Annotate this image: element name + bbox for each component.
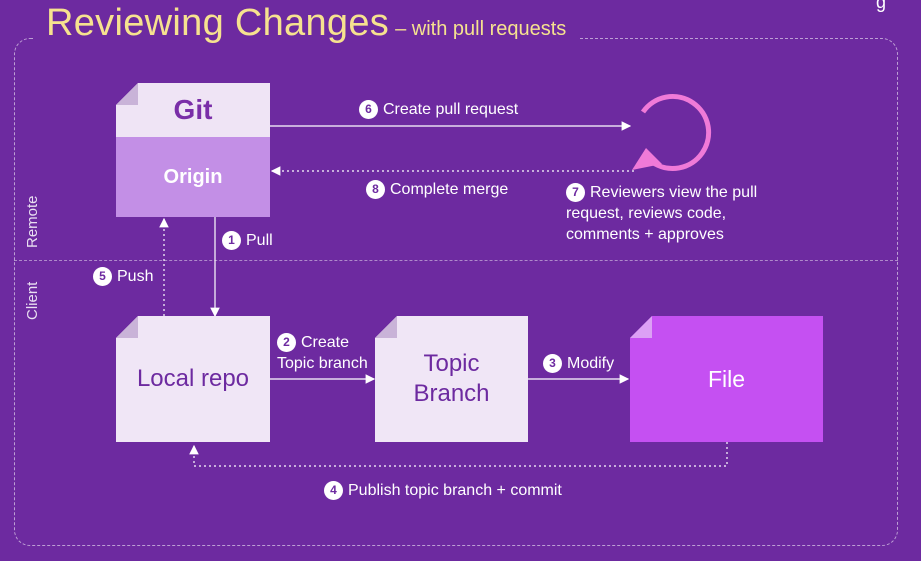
review-loop-icon bbox=[640, 93, 712, 171]
step-7-text-line1: Reviewers view the pull bbox=[590, 184, 758, 201]
step-4-text: Publish topic branch + commit bbox=[348, 482, 562, 499]
step-2-text-line1: Create bbox=[301, 334, 350, 351]
local-repo-node: Local repo bbox=[116, 316, 270, 442]
step-7-badge: 7 bbox=[566, 183, 585, 202]
step-7-text-line2: request, reviews code, bbox=[566, 205, 727, 222]
step-4-label: 4 Publish topic branch + commit bbox=[324, 480, 562, 501]
zone-divider bbox=[14, 260, 898, 261]
step-1-text: Pull bbox=[246, 232, 273, 249]
step-3-label: 3 Modify bbox=[543, 353, 614, 374]
step-5-label: 5 Push bbox=[93, 266, 153, 287]
step-5-badge: 5 bbox=[93, 267, 112, 286]
step-5-text: Push bbox=[117, 268, 154, 285]
topic-branch-label-line1: Topic bbox=[423, 350, 480, 377]
step-3-badge: 3 bbox=[543, 354, 562, 373]
review-loop-arrowhead bbox=[632, 148, 662, 170]
step-3-text: Modify bbox=[567, 355, 615, 372]
step-1-badge: 1 bbox=[222, 231, 241, 250]
step-2-label: 2 Create Topic branch bbox=[277, 332, 368, 374]
topic-branch-node: Topic Branch bbox=[375, 316, 528, 442]
step-2-badge: 2 bbox=[277, 333, 296, 352]
step-1-label: 1 Pull bbox=[222, 230, 273, 251]
slide-title: Reviewing Changes– with pull requests bbox=[34, 2, 579, 45]
local-repo-label: Local repo bbox=[136, 365, 250, 392]
step-8-text: Complete merge bbox=[390, 181, 509, 198]
file-label: File bbox=[707, 365, 746, 392]
origin-node: Origin bbox=[116, 137, 270, 217]
step-7-text-line3: comments + approves bbox=[566, 226, 724, 243]
step-2-text-line2: Topic branch bbox=[277, 355, 368, 372]
step-8-label: 8 Complete merge bbox=[366, 179, 508, 200]
topic-branch-label-line2: Branch bbox=[413, 380, 490, 407]
step-6-badge: 6 bbox=[359, 100, 378, 119]
title-main: Reviewing Changes bbox=[46, 2, 390, 44]
corner-fragment: g bbox=[876, 0, 887, 12]
step-4-badge: 4 bbox=[324, 481, 343, 500]
file-node: File bbox=[630, 316, 823, 442]
step-8-badge: 8 bbox=[366, 180, 385, 199]
git-node: Git bbox=[116, 83, 270, 137]
step-6-label: 6 Create pull request bbox=[359, 99, 518, 120]
step-6-text: Create pull request bbox=[383, 101, 519, 118]
title-sub: – with pull requests bbox=[395, 18, 567, 40]
step-7-label: 7 Reviewers view the pull request, review… bbox=[566, 182, 757, 245]
arrow-publish-topic-branch bbox=[189, 442, 728, 467]
